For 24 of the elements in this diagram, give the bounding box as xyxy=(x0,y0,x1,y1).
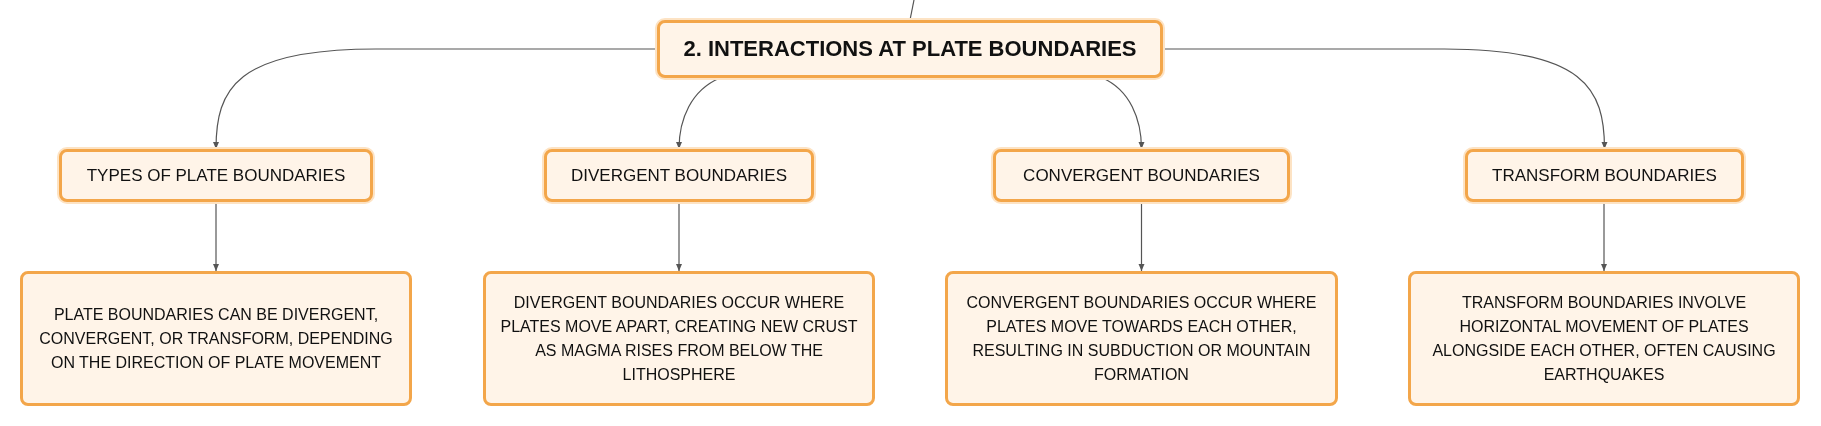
arrow xyxy=(213,48,658,150)
node-text: PLATE BOUNDARIES CAN BE DIVERGENT, CONVERGENT, OR TRANSFORM, DEPENDING ON THE DIRECTION OF PLATE MOVEMENT xyxy=(38,304,394,373)
arrow xyxy=(213,201,219,272)
arrow xyxy=(676,201,682,272)
node-text: TRANSFORM BOUNDARIES xyxy=(1492,165,1717,186)
node-text: 2. INTERACTIONS AT PLATE BOUNDARIES xyxy=(683,36,1137,62)
node-text: TRANSFORM BOUNDARIES INVOLVE HORIZONTAL MOVEMENT OF PLATES ALONGSIDE EACH OTHER, OFTEN CAUSING EARTHQUAKES xyxy=(1431,292,1777,385)
node-text: CONVERGENT BOUNDARIES OCCUR WHERE PLATES MOVE TOWARDS EACH OTHER, RESULTING IN SUBDUCTION OR MOUNTAIN FORMATION xyxy=(965,292,1318,385)
arrow xyxy=(1601,201,1607,272)
node-text: DIVERGENT BOUNDARIES xyxy=(571,165,787,186)
subtopic-box xyxy=(993,149,1290,202)
central-topic-box xyxy=(657,20,1163,78)
description-box xyxy=(1408,271,1800,406)
subtopic-box xyxy=(544,149,814,202)
subtopic-box xyxy=(59,149,373,202)
node-text: DIVERGENT BOUNDARIES OCCUR WHERE PLATES MOVE APART, CREATING NEW CRUST AS MAGMA RISES FROM BELOW THE LITHOSPHERE xyxy=(499,292,859,385)
subtopic-box xyxy=(1465,149,1744,202)
arrow xyxy=(1138,201,1145,272)
description-box xyxy=(945,271,1338,406)
node-text: TYPES OF PLATE BOUNDARIES xyxy=(86,165,346,186)
description-box xyxy=(483,271,875,406)
description-box xyxy=(20,271,412,406)
node-text: CONVERGENT BOUNDARIES xyxy=(1023,165,1260,186)
arrow xyxy=(1162,48,1608,150)
